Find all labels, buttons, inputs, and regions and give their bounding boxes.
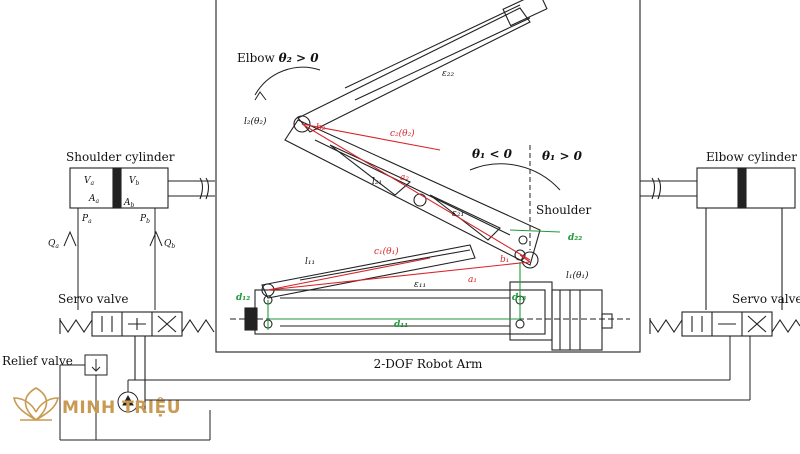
svg-text:ε₂₁: ε₂₁ bbox=[452, 209, 464, 219]
elbow-label: Elbow θ₂ > 0 bbox=[237, 51, 319, 65]
hydraulic-lines bbox=[60, 336, 751, 441]
base-cylinder bbox=[230, 281, 630, 351]
svg-text:a₁: a₁ bbox=[468, 275, 477, 285]
shoulder-cylinder-label: Shoulder cylinder bbox=[66, 150, 175, 164]
svg-text:Ab: Ab bbox=[123, 198, 135, 209]
svg-text:Aa: Aa bbox=[88, 194, 100, 205]
relief-valve bbox=[59, 354, 108, 440]
svg-text:ε₁₁: ε₁₁ bbox=[414, 280, 426, 290]
svg-text:d₁₁: d₁₁ bbox=[394, 320, 408, 330]
robot-arm-caption: 2-DOF Robot Arm bbox=[374, 357, 483, 371]
upper-arm-link bbox=[293, 0, 548, 133]
lower-arm-link bbox=[284, 119, 541, 269]
svg-text:Qa: Qa bbox=[48, 239, 59, 250]
svg-text:Pa: Pa bbox=[81, 214, 92, 225]
lotus-icon bbox=[13, 387, 59, 422]
elbow-cylinder bbox=[640, 167, 796, 310]
svg-text:l₁(θ₁): l₁(θ₁) bbox=[566, 270, 589, 281]
relief-valve-label: Relief valve bbox=[2, 354, 73, 368]
servo-valve-left bbox=[59, 311, 215, 410]
svg-text:a₂: a₂ bbox=[400, 173, 409, 183]
servo-valve-left-label: Servo valve bbox=[58, 292, 129, 306]
svg-text:l₁₁: l₁₁ bbox=[305, 257, 315, 267]
shoulder-actuator bbox=[261, 244, 526, 299]
elbow-cylinder-label: Elbow cylinder bbox=[706, 150, 797, 164]
svg-text:b₂: b₂ bbox=[316, 123, 326, 133]
servo-valve-right-label: Servo valve bbox=[732, 292, 800, 306]
theta1-negative-label: θ₁ < 0 bbox=[472, 147, 513, 161]
robot-arm-frame bbox=[215, 0, 641, 353]
svg-text:l₂₁: l₂₁ bbox=[372, 177, 382, 187]
svg-text:d₂₂: d₂₂ bbox=[568, 233, 582, 243]
theta1-positive-label: θ₁ > 0 bbox=[542, 149, 583, 163]
svg-text:d₁₃: d₁₃ bbox=[512, 293, 526, 303]
svg-text:d₁₂: d₁₂ bbox=[236, 293, 250, 303]
logo-text: MINH TRIỆU bbox=[62, 396, 181, 418]
svg-text:Pb: Pb bbox=[139, 214, 150, 225]
svg-text:c₂(θ₂): c₂(θ₂) bbox=[390, 128, 415, 139]
shoulder-cylinder bbox=[69, 167, 215, 209]
svg-text:ε₂₂: ε₂₂ bbox=[442, 69, 454, 79]
svg-text:Vb: Vb bbox=[129, 176, 140, 187]
svg-text:l₂(θ₂): l₂(θ₂) bbox=[244, 116, 267, 127]
svg-text:Va: Va bbox=[84, 176, 95, 187]
minh-trieu-logo: MINH TRIỆU bbox=[13, 387, 181, 422]
svg-text:c₁(θ₁): c₁(θ₁) bbox=[374, 246, 399, 257]
svg-text:Qb: Qb bbox=[164, 239, 175, 250]
shoulder-label: Shoulder bbox=[536, 203, 592, 217]
servo-valve-right bbox=[649, 311, 800, 337]
svg-text:b₁: b₁ bbox=[500, 255, 509, 265]
